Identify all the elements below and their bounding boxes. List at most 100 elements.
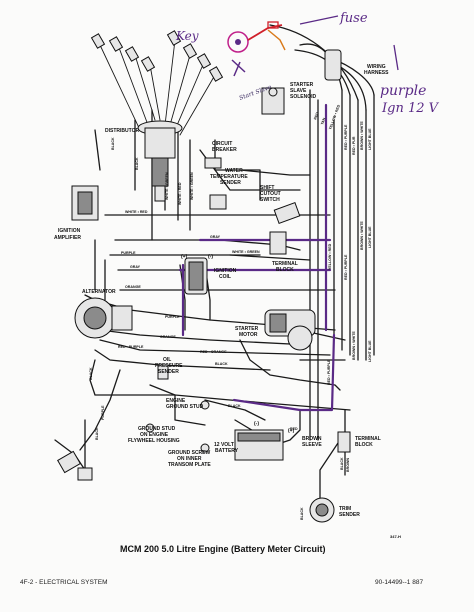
wire-label-red-purple-3: RED • PURPLE xyxy=(344,254,348,280)
ground-stud-label-1: GROUND STUD xyxy=(138,426,176,432)
distributor-label: DISTRIBUTOR xyxy=(105,128,139,134)
ignition-amplifier-label-1: IGNITION xyxy=(58,228,81,234)
wiring-harness-plug: WIRING HARNESS xyxy=(324,49,389,81)
wire-label-white-green-2: WHITE • GREEN xyxy=(190,172,194,200)
engine-ground-stud: ENGINE GROUND STUD xyxy=(166,398,210,410)
wire-label-orange-1: ORANGE xyxy=(125,285,141,289)
wire-color-labels: BLACK WHITE • GREEN WHITE • RED WHITE • … xyxy=(89,104,372,520)
circuit-breaker: CIRCUIT BREAKER xyxy=(204,141,237,169)
trim-sender: TRIM SENDER xyxy=(309,497,360,523)
water-temp-label-3: SENDER xyxy=(220,180,241,186)
wire-label-gray-1: GRAY xyxy=(210,235,221,239)
wire-label-purple-3: PURPLE xyxy=(101,405,105,420)
engine-ground-label-1: ENGINE xyxy=(166,398,186,404)
coil-minus-label: (-) xyxy=(208,254,213,260)
wire-label-white-red-2: WHITE • RED xyxy=(125,210,148,214)
trim-sender-label-2: SENDER xyxy=(339,512,360,518)
purple-marker-wire xyxy=(178,103,336,412)
ground-stud-label-2: ON ENGINE xyxy=(140,432,169,438)
circuit-breaker-label-2: BREAKER xyxy=(212,147,237,153)
wire-label-brown-white-3: BROWN • WHITE xyxy=(352,331,356,360)
shift-cutout-switch: SHIFT CUTOUT SWITCH xyxy=(260,185,301,224)
battery-label-2: BATTERY xyxy=(215,448,239,454)
ignition-amplifier: IGNITION AMPLIFIER xyxy=(54,185,99,241)
wire-label-light-blue-1: LIGHT BLUE xyxy=(368,128,372,150)
water-temperature-sender: WATER TEMPERATURE SENDER xyxy=(209,168,248,210)
terminal-block-b-label-2: BLOCK xyxy=(355,442,373,448)
wire-label-black-3: BLACK xyxy=(228,404,241,408)
footer-right: 90-14499--1 887 xyxy=(375,579,423,586)
wire-label-red-orange: RED • ORANGE xyxy=(200,350,227,354)
wire-label-light-blue-2: LIGHT BLUE xyxy=(368,226,372,248)
battery-minus-label: (-) xyxy=(254,421,259,427)
wire-label-black-1: BLACK xyxy=(135,157,139,170)
wire-label-black-7: BLACK xyxy=(89,367,93,380)
engine-ground-label-2: GROUND STUD xyxy=(166,404,204,410)
starter-slave-label-3: SOLENOID xyxy=(290,94,317,100)
oil-pressure-label-1: OIL xyxy=(163,357,171,363)
wire-label-gray-2: GRAY xyxy=(130,265,141,269)
oil-pressure-label-2: PRESSURE xyxy=(155,363,183,369)
wire-label-white-green-3: WHITE • GREEN xyxy=(232,250,260,254)
battery-label-1: 12 VOLT xyxy=(214,442,234,448)
shift-cutout-label-3: SWITCH xyxy=(260,197,280,203)
wire-label-white-red-1: WHITE • RED xyxy=(178,182,182,205)
brown-sleeve-label-2: SLEEVE xyxy=(302,442,322,448)
ground-terminals-left xyxy=(57,450,93,481)
starter-motor-label-1: STARTER xyxy=(235,326,259,332)
starter-slave-solenoid: STARTER SLAVE SOLENOID xyxy=(261,82,317,115)
wire-label-white-green-1: WHITE • GREEN xyxy=(165,172,169,200)
shift-cutout-label-2: CUTOUT xyxy=(260,191,281,197)
starter-motor-label-2: MOTOR xyxy=(239,332,258,338)
ignition-coil-label-1: IGNITION xyxy=(214,268,237,274)
terminal-block-label-1: TERMINAL xyxy=(272,261,298,267)
spark-plug-leads xyxy=(99,39,216,136)
circuit-breaker-label-1: CIRCUIT xyxy=(212,141,232,147)
wire-label-black-2: BLACK xyxy=(215,362,228,366)
distributor: DISTRIBUTOR xyxy=(105,120,183,202)
wiring-harness-label-1: WIRING xyxy=(367,64,386,70)
wire-label-brown-white-1: BROWN • WHITE xyxy=(360,121,364,150)
figure-code: 347-H xyxy=(390,534,401,539)
wire-label-black-5: BLACK xyxy=(300,507,304,520)
water-temp-label-2: TEMPERATURE xyxy=(210,174,248,180)
ground-screw-label-1: GROUND SCREW xyxy=(168,450,211,456)
wire-label-brown-white-2: BROWN • WHITE xyxy=(360,221,364,250)
wiring-harness-label-2: HARNESS xyxy=(364,70,389,76)
wire-label-purple-1: PURPLE xyxy=(121,251,136,255)
alternator: ALTERNATOR xyxy=(74,289,133,339)
terminal-block-upper: TERMINAL BLOCK xyxy=(269,231,298,273)
wire-label-red-1: RED xyxy=(290,427,298,431)
terminal-block-b-label-1: TERMINAL xyxy=(355,436,381,442)
handwritten-key: Key xyxy=(175,29,199,43)
wire-label-orange-2: ORANGE xyxy=(160,335,176,339)
wire-label-black-4: BLACK xyxy=(340,457,344,470)
ignition-coil-label-2: COIL xyxy=(219,274,231,280)
ground-screw-label-2: ON INNER xyxy=(177,456,202,462)
wire-label-tan-1: TAN xyxy=(320,117,326,125)
wire-label-yellow-red-2: YELLOW • RED xyxy=(328,243,332,270)
shift-cutout-label-1: SHIFT xyxy=(260,185,274,191)
wire-label-red-purple-1: RED • PURPLE xyxy=(118,345,144,349)
water-temp-label-1: WATER xyxy=(225,168,243,174)
handwritten-annotations: Key fuse purple Ign 12 V Start Slave xyxy=(175,11,440,116)
battery-plus-label: (+) xyxy=(288,428,295,434)
trim-sender-label-1: TRIM xyxy=(339,506,351,512)
battery-12v: 12 VOLT BATTERY (-) (+) xyxy=(214,421,295,461)
wire-label-red-pur: RED • PUR xyxy=(352,136,356,155)
wire-label-black-8: BLACK xyxy=(111,137,115,150)
handwritten-fuse: fuse xyxy=(339,11,368,26)
handwritten-ign-12v: Ign 12 V xyxy=(381,101,440,116)
ground-stud-flywheel: GROUND STUD ON ENGINE FLYWHEEL HOUSING xyxy=(128,423,180,444)
wire-label-red-purple-4: RED • PURPLE xyxy=(327,359,331,385)
ground-stud-label-3: FLYWHEEL HOUSING xyxy=(128,438,180,444)
wire-label-black-6: BLACK xyxy=(95,427,99,440)
wire-label-red-2: RED xyxy=(313,111,319,120)
oil-pressure-sender: OIL PRESSURE SENDER xyxy=(155,357,183,380)
alternator-label: ALTERNATOR xyxy=(82,289,116,295)
diagram-title: MCM 200 5.0 Litre Engine (Battery Meter … xyxy=(120,544,326,554)
brown-sleeve-label-1: BROWN xyxy=(302,436,322,442)
starter-slave-label-2: SLAVE xyxy=(290,88,307,94)
